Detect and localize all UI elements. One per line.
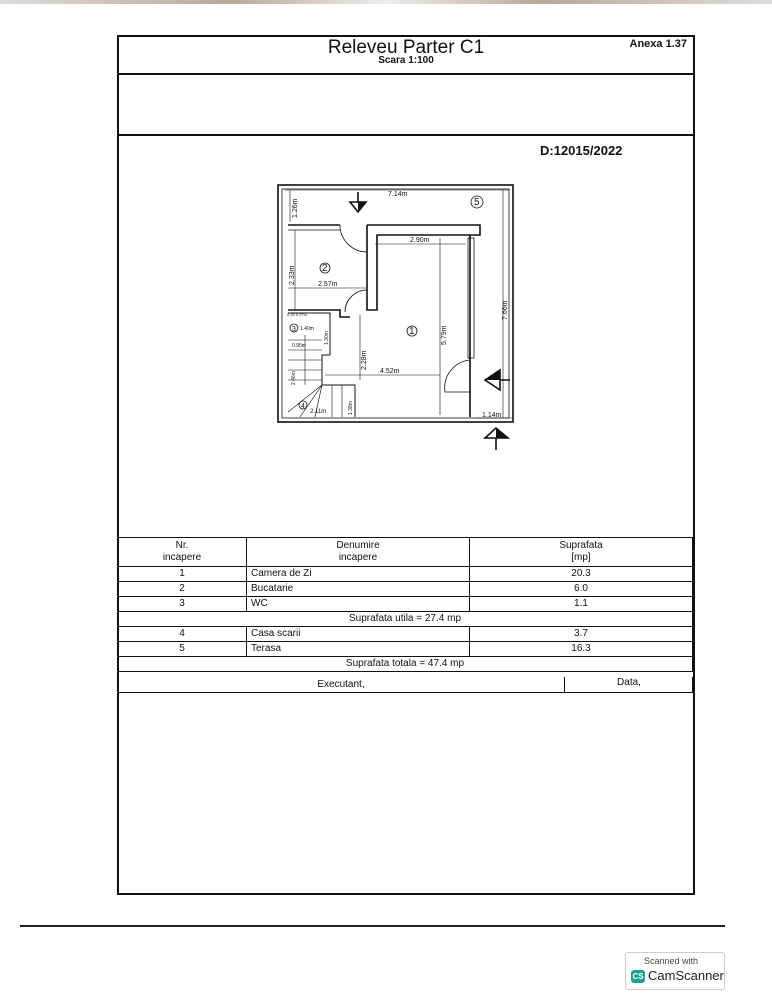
dim-wc-a: 0.95m (292, 343, 306, 349)
room-marker-2 (319, 262, 331, 274)
room-marker-5 (470, 195, 484, 209)
signature-row: Executant, Data, (117, 677, 693, 693)
floor-plan: 5 2 1 3 4 7.14m 1.26m 2.90m 7.66m 5.79m … (277, 184, 514, 450)
document-id: D:12015/2022 (540, 143, 623, 158)
executant-label: Executant, (317, 679, 365, 690)
dim-wc-b: 1.30m (324, 331, 330, 345)
dim-wc-width: 1.40m (300, 326, 314, 332)
entry-door (444, 359, 471, 393)
room-number-2: 2 (322, 263, 328, 274)
camscanner-logo-icon: CS (631, 970, 645, 983)
dim-entry: 1.14m (482, 412, 502, 419)
living-wall-right (367, 224, 481, 417)
date-label: Data, (617, 677, 641, 688)
dim-living-width: 2.90m (410, 237, 430, 244)
page-bottom-line (20, 925, 725, 927)
room-number-3: 3 (292, 326, 296, 333)
outer-wall (277, 184, 514, 423)
dim-overall-depth: 7.66m (502, 300, 509, 320)
room-number-1: 1 (409, 326, 415, 337)
living-wall-left (366, 225, 470, 311)
kitchen-wall-bottom (288, 309, 350, 318)
stair-walls (288, 312, 356, 417)
room-number-5: 5 (474, 197, 480, 208)
room-number-4: 4 (301, 403, 305, 410)
dim-kitchen-width: 2.57m (318, 281, 338, 288)
camscanner-watermark: Scanned with CS CamScanner (625, 952, 725, 990)
dim-stair-depth: 2.46m (291, 371, 297, 385)
grand-total-row: Suprafata totala = 47.4 mp (117, 656, 693, 672)
room-marker-1 (406, 325, 418, 337)
scanned-with-label: Scanned with (644, 956, 699, 966)
scale-label: Scara 1:100 (378, 55, 434, 66)
room-marker-3 (289, 323, 299, 333)
document-header: Releveu Parter C1 Scara 1:100 Anexa 1.37 (117, 35, 695, 75)
dim-terrace-depth: 1.26m (292, 198, 299, 218)
dim-living-width-lower: 4.52m (380, 368, 400, 375)
divider (564, 677, 565, 693)
living-door (344, 289, 368, 313)
page-title: Releveu Parter C1 (327, 37, 485, 58)
dim-wc-top: 0.20 0.27m (287, 312, 308, 317)
scan-edge (0, 0, 772, 4)
header-nr: Nr.incapere (117, 537, 247, 567)
camscanner-name: CamScanner (648, 968, 724, 983)
kitchen-door (339, 224, 368, 253)
util-total-row: Suprafata utila = 27.4 mp (117, 611, 693, 627)
document-frame (117, 35, 695, 895)
dim-living-depth: 5.79m (441, 325, 448, 345)
room-marker-4 (298, 400, 308, 410)
dim-stair-b: 1.38m (348, 401, 354, 415)
stair-steps (287, 335, 343, 418)
header-area: Suprafata[mp] (469, 537, 693, 567)
dim-kitchen-depth: 2.33m (289, 265, 296, 285)
dim-overall-width: 7.14m (388, 191, 408, 198)
dim-stair-width: 2.11m (310, 409, 326, 415)
annex-label: Anexa 1.37 (629, 38, 687, 50)
dim-living-partial: 2.28m (361, 350, 368, 370)
dimension-lines (285, 189, 513, 419)
inner-wall-line (281, 188, 510, 419)
divider (117, 134, 695, 136)
